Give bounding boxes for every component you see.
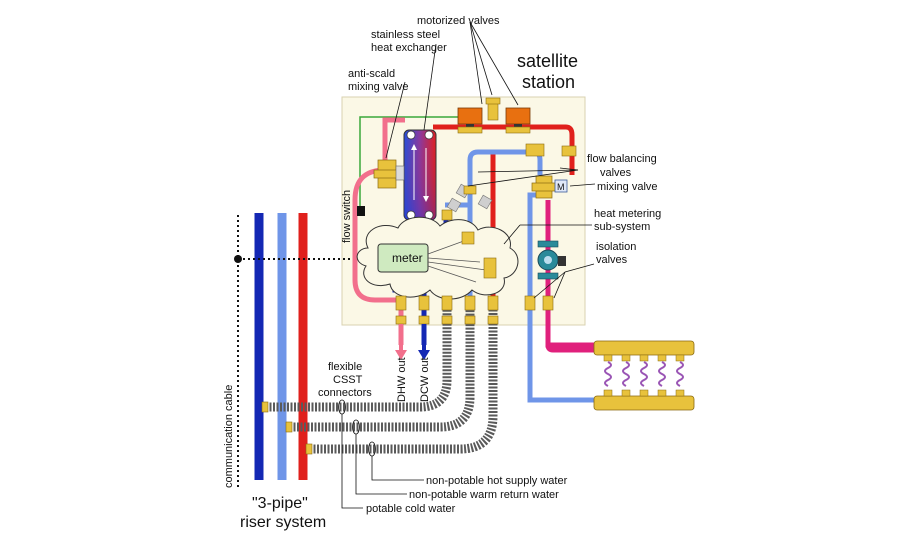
text-labels: motorized valves stainless steel heat ex…: [223, 15, 661, 531]
label-antiscald-line1: anti-scald: [348, 68, 395, 80]
heat-exchanger: [403, 129, 437, 221]
flow-balancing-valves: [441, 183, 493, 221]
label-flow-balancing-line1: flow balancing: [587, 153, 657, 165]
label-cold-water: potable cold water: [366, 503, 456, 515]
label-csst-line3: connectors: [318, 387, 372, 399]
isolation-valves: [395, 295, 554, 325]
heating-manifold: [593, 340, 695, 411]
label-motorized-valves: motorized valves: [417, 15, 500, 27]
label-csst-line1: flexible: [328, 361, 362, 373]
label-communication-cable: communication cable: [223, 385, 235, 488]
svg-text:M: M: [557, 182, 565, 192]
label-isolation-line2: valves: [596, 254, 628, 266]
title-line1: satellite: [517, 51, 578, 71]
label-antiscald-line2: mixing valve: [348, 81, 409, 93]
brass-tees: [525, 143, 577, 157]
heat-metering-cloud: meter: [356, 216, 519, 300]
label-isolation-line1: isolation: [596, 241, 636, 253]
outlet-arrows: [395, 324, 430, 360]
motorized-valves: [457, 97, 531, 134]
mixing-valve-heating: M: [531, 175, 568, 199]
label-heat-metering-line2: sub-system: [594, 221, 650, 233]
leader-lines: [338, 21, 596, 509]
label-dcw-out: DCW out: [419, 357, 431, 402]
label-dhw-out: DHW out: [396, 357, 408, 402]
label-riser-line2: riser system: [240, 514, 326, 531]
label-flow-switch: flow switch: [341, 190, 353, 243]
meter-label: meter: [392, 251, 423, 265]
label-csst-line2: CSST: [333, 374, 363, 386]
anti-scald-mixing-valve: [357, 159, 405, 216]
label-mixing-valve: mixing valve: [597, 181, 658, 193]
label-warm-return: non-potable warm return water: [409, 489, 559, 501]
label-hx-line1: stainless steel: [371, 29, 440, 41]
label-hx-line2: heat exchanger: [371, 42, 447, 54]
label-flow-balancing-line2: valves: [600, 167, 632, 179]
label-riser-line1: "3-pipe": [252, 495, 308, 512]
label-heat-metering-line1: heat metering: [594, 208, 661, 220]
circulator-pump: [537, 240, 566, 280]
csst-connectors: [261, 308, 498, 455]
riser-pipes: [254, 213, 308, 480]
title-line2: station: [522, 72, 575, 92]
label-hot-supply: non-potable hot supply water: [426, 475, 568, 487]
